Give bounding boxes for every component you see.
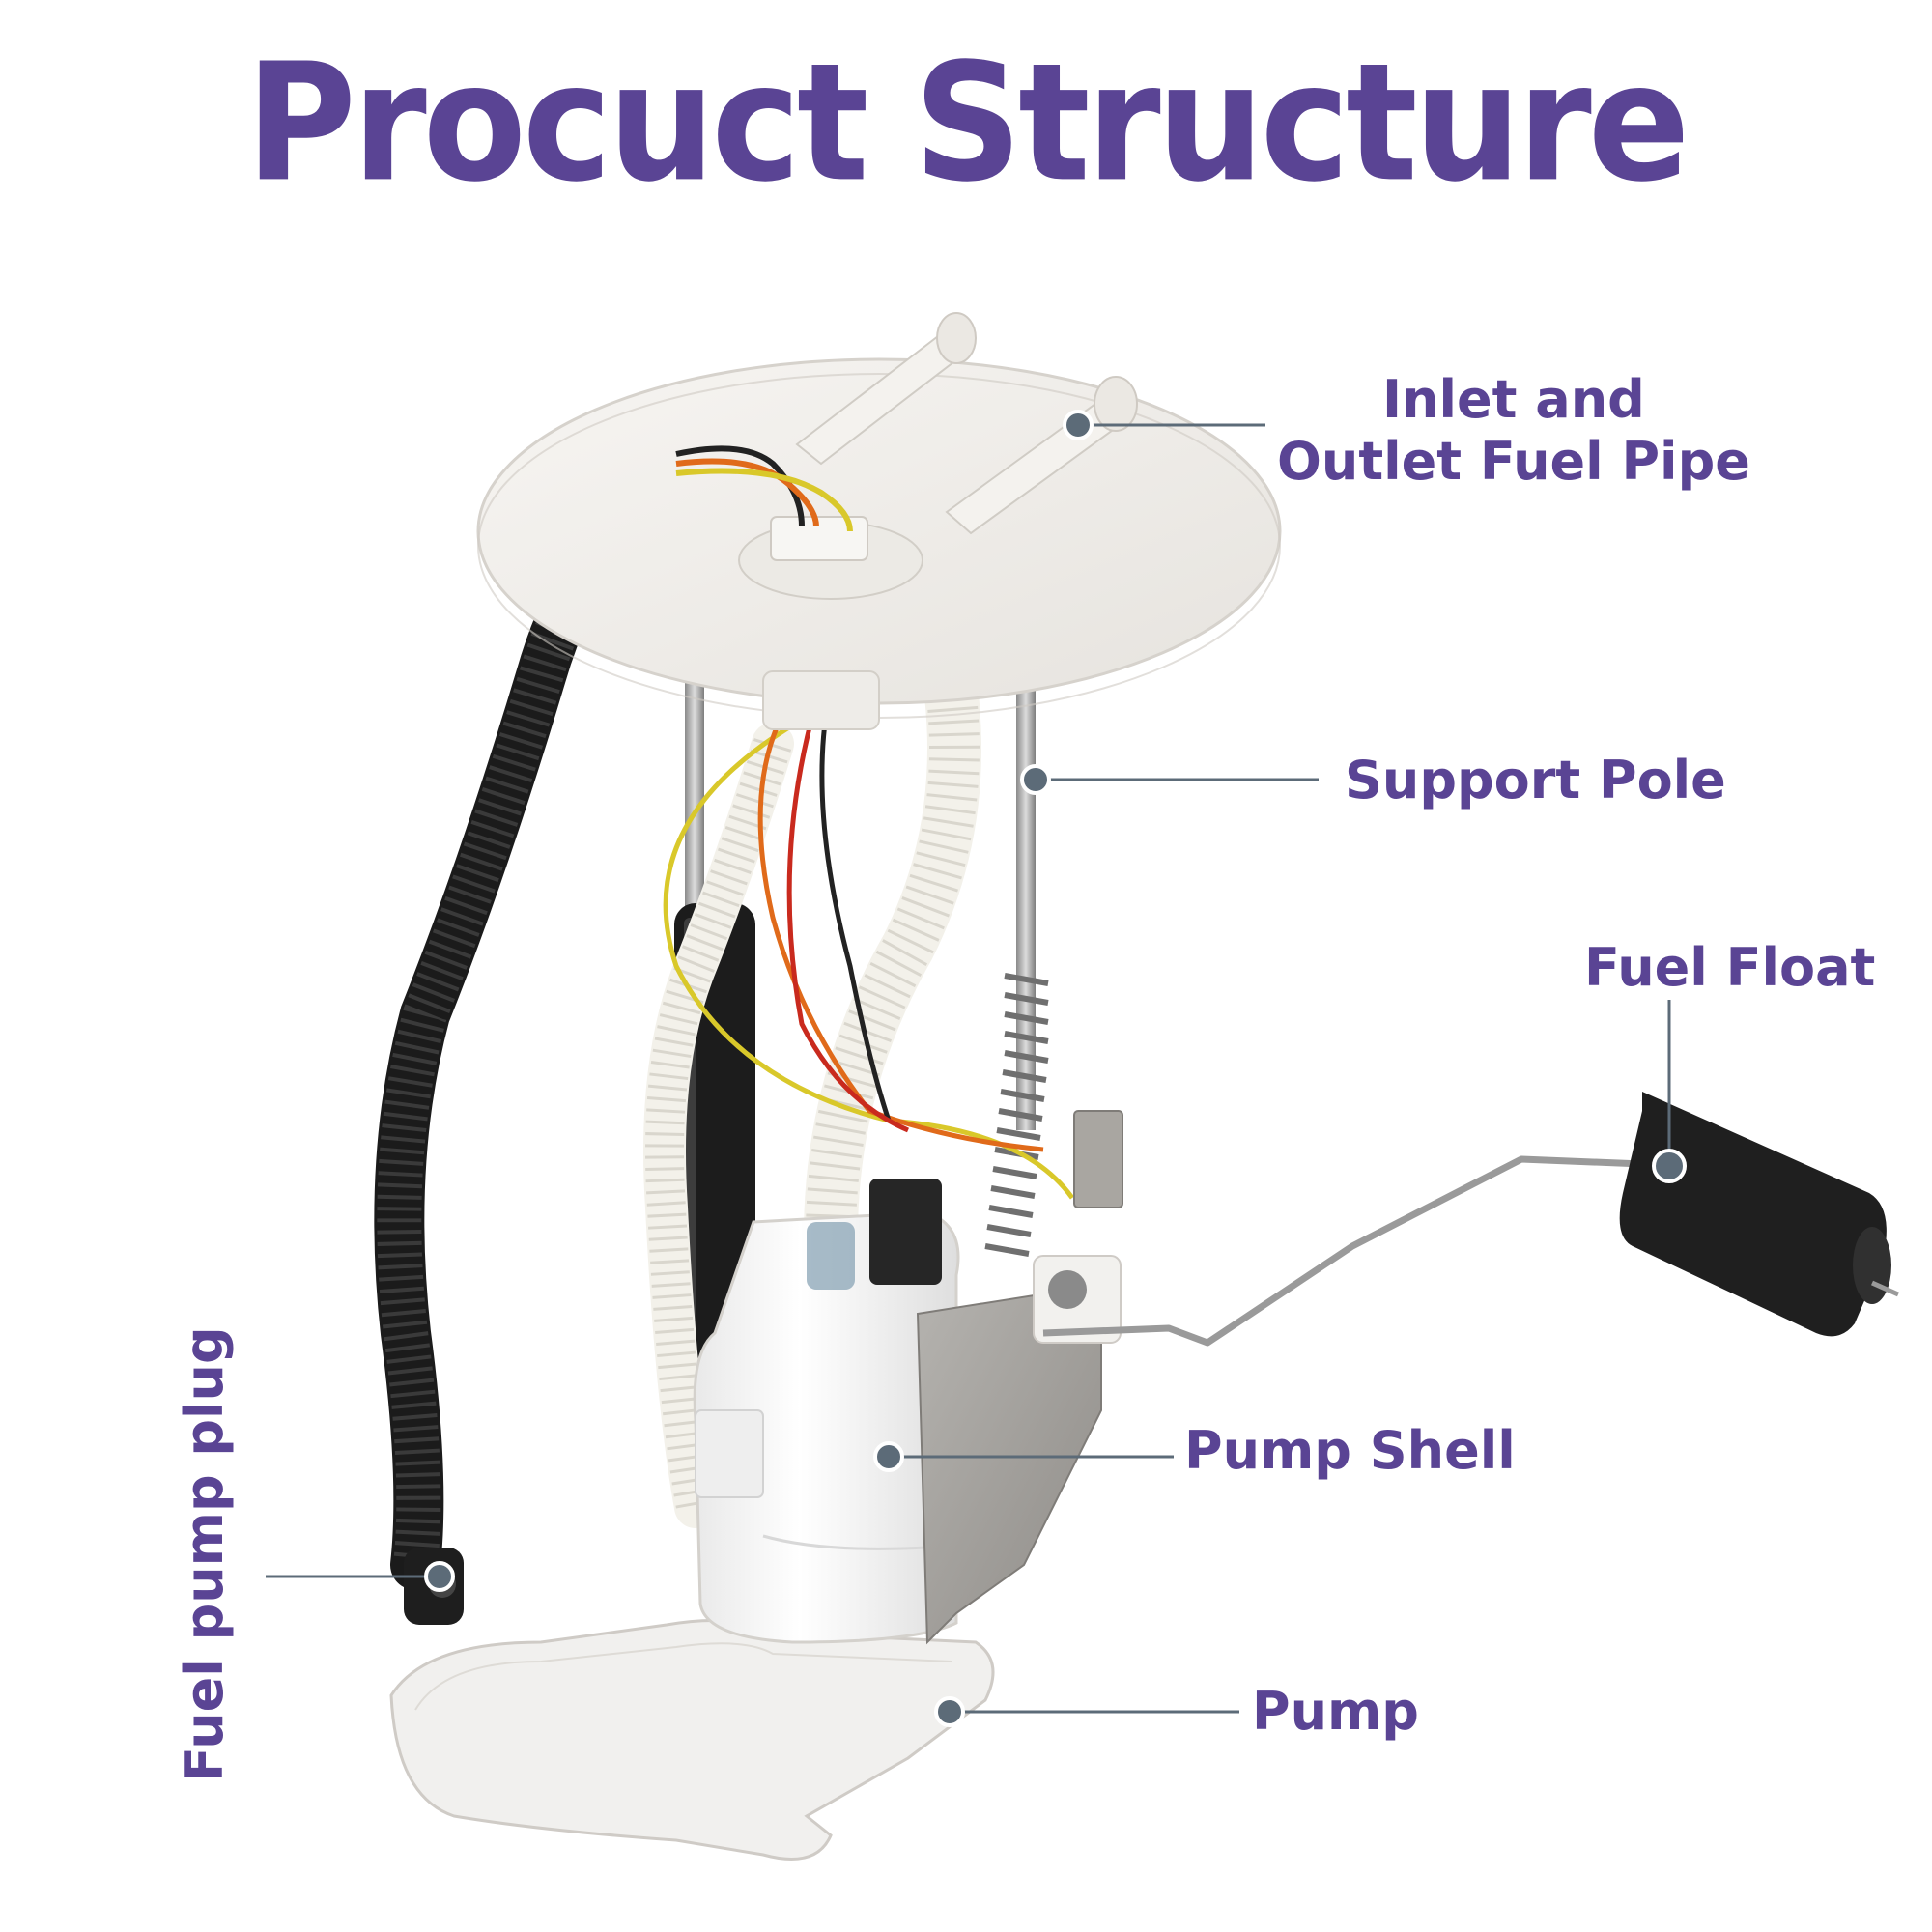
leader-dot-float <box>1652 1149 1687 1183</box>
flange-plate <box>476 312 1282 730</box>
leader-lines <box>266 423 1671 1714</box>
leader-dot-plug <box>424 1561 455 1592</box>
page-title: Procuct Structure <box>245 27 1690 218</box>
leader-dot-support <box>1020 764 1051 795</box>
label-inlet-line1: Inlet and <box>1382 369 1645 430</box>
spring <box>984 973 1049 1257</box>
leader-dots <box>424 410 1687 1727</box>
fuel-hose-left <box>643 723 794 1528</box>
fuel-float <box>1619 1092 1900 1337</box>
support-pole-left <box>685 657 704 947</box>
leader-dot-pump <box>934 1696 965 1727</box>
wires <box>663 713 1075 1200</box>
fuel-strainer <box>389 1619 995 1861</box>
label-fuel-pump-plug: Fuel pump plug <box>174 1326 235 1782</box>
float-arm <box>1042 1155 1643 1347</box>
label-inlet-line2: Outlet Fuel Pipe <box>1277 431 1750 492</box>
pump-shell <box>693 1179 960 1644</box>
label-pump-shell: Pump Shell <box>1184 1420 1516 1481</box>
label-support-pole: Support Pole <box>1345 750 1726 810</box>
label-pump: Pump <box>1252 1681 1419 1742</box>
leader-dot-shell <box>873 1441 904 1472</box>
fuel-hose-right <box>804 668 981 1264</box>
level-sender <box>1033 1255 1122 1344</box>
label-fuel-float: Fuel Float <box>1584 937 1876 998</box>
label-inlet-outlet-fuel-pipe: Inlet and Outlet Fuel Pipe <box>1277 369 1750 493</box>
leader-dot-inlet <box>1063 410 1094 440</box>
